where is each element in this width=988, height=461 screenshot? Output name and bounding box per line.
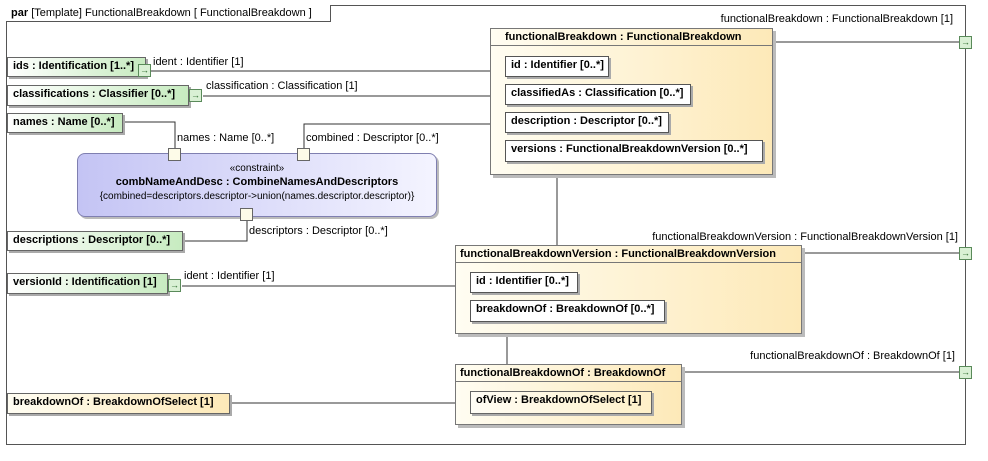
part-classifications[interactable]: classifications : Classifier [0..*] <box>7 85 189 106</box>
constraint-expression: {combined=descriptors.descriptor->union(… <box>99 191 415 202</box>
constraint-param-combined[interactable] <box>297 148 310 161</box>
connector-descriptors-descriptions <box>183 220 248 242</box>
label-boundary-fbv: functionalBreakdownVersion : FunctionalB… <box>652 231 958 243</box>
diagram-frame <box>6 5 966 445</box>
block-title: functionalBreakdownOf : BreakdownOf <box>460 367 666 379</box>
label-boundary-fb: functionalBreakdown : FunctionalBreakdow… <box>720 13 953 25</box>
fbo-item-ofView[interactable]: ofView : BreakdownOfSelect [1] <box>470 391 652 414</box>
label-classification: classification : Classification [1] <box>206 80 358 92</box>
block-divider <box>456 381 681 382</box>
arrow-right-icon[interactable]: → <box>168 279 181 292</box>
fb-item-id[interactable]: id : Identifier [0..*] <box>505 56 609 77</box>
part-ids[interactable]: ids : Identification [1..*] <box>7 57 146 77</box>
label-boundary-fbo: functionalBreakdownOf : BreakdownOf [1] <box>750 350 955 362</box>
label-ident-2: ident : Identifier [1] <box>184 270 275 282</box>
label-ident-1: ident : Identifier [1] <box>153 56 244 68</box>
arrow-right-icon[interactable]: → <box>959 366 972 379</box>
arrow-right-icon[interactable]: → <box>138 64 151 77</box>
connector-names-constraint <box>123 121 176 148</box>
fbv-item-id[interactable]: id : Identifier [0..*] <box>470 272 578 293</box>
arrow-right-icon[interactable]: → <box>189 89 202 102</box>
part-versionId[interactable]: versionId : Identification [1] <box>7 273 168 294</box>
fb-item-versions[interactable]: versions : FunctionalBreakdownVersion [0… <box>505 140 763 162</box>
label-combined: combined : Descriptor [0..*] <box>306 132 439 144</box>
part-breakdownOf[interactable]: breakdownOf : BreakdownOfSelect [1] <box>7 393 230 414</box>
label-descriptors: descriptors : Descriptor [0..*] <box>249 225 388 237</box>
fbv-item-breakdownOf[interactable]: breakdownOf : BreakdownOf [0..*] <box>470 300 665 322</box>
constraint-param-descriptors[interactable] <box>240 208 253 221</box>
fb-item-description[interactable]: description : Descriptor [0..*] <box>505 112 669 133</box>
arrow-right-icon[interactable]: → <box>959 247 972 260</box>
constraint-stereotype: «constraint» <box>229 163 285 174</box>
frame-title: [Template] FunctionalBreakdown [ Functio… <box>31 7 312 19</box>
block-title: functionalBreakdown : FunctionalBreakdow… <box>505 31 742 43</box>
connector-combined-description <box>303 123 505 148</box>
frame-keyword: par <box>11 7 29 19</box>
block-divider <box>456 262 801 263</box>
part-descriptions[interactable]: descriptions : Descriptor [0..*] <box>7 231 183 251</box>
diagram-frame-header: par [Template] FunctionalBreakdown [ Fun… <box>6 5 331 22</box>
label-names: names : Name [0..*] <box>177 132 275 144</box>
block-title: functionalBreakdownVersion : FunctionalB… <box>460 248 776 260</box>
part-names[interactable]: names : Name [0..*] <box>7 113 123 133</box>
constraint-param-names[interactable] <box>168 148 181 161</box>
fb-item-classifiedAs[interactable]: classifiedAs : Classification [0..*] <box>505 84 691 105</box>
arrow-right-icon[interactable]: → <box>959 36 972 49</box>
constraint-block[interactable]: «constraint» combNameAndDesc : CombineNa… <box>77 153 437 217</box>
block-divider <box>491 45 772 46</box>
constraint-name: combNameAndDesc : CombineNamesAndDescrip… <box>115 176 399 188</box>
